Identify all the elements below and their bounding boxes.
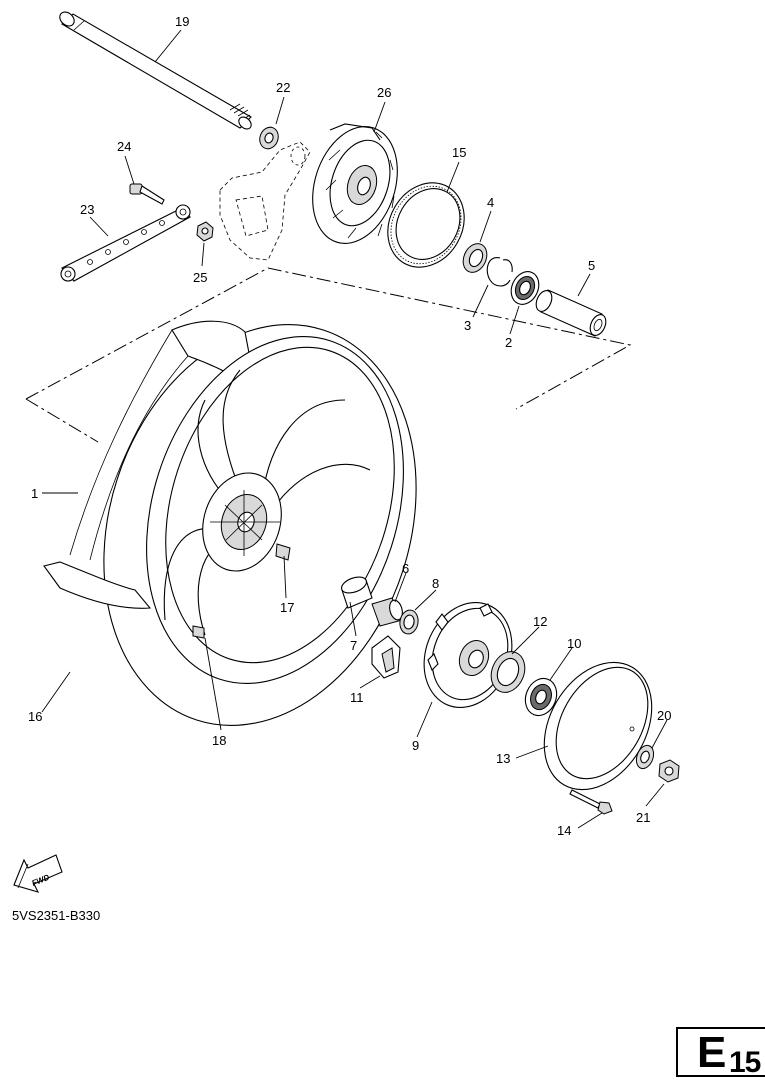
part-label-14: 14 xyxy=(557,823,571,838)
part-label-13: 13 xyxy=(496,751,510,766)
axle-part xyxy=(59,11,252,130)
part-label-11: 11 xyxy=(350,690,364,705)
part-label-16: 16 xyxy=(28,709,42,724)
part-label-12: 12 xyxy=(533,614,547,629)
part-label-25: 25 xyxy=(193,270,207,285)
damper-part-11 xyxy=(371,635,401,679)
part-label-2: 2 xyxy=(505,335,512,350)
bearing-part-2 xyxy=(510,271,540,305)
oil-seal-part-4 xyxy=(462,243,488,273)
part-label-8: 8 xyxy=(432,576,439,591)
part-label-15: 15 xyxy=(452,145,466,160)
part-number-labels: 19 22 26 24 15 4 23 5 25 3 2 1 6 8 17 12… xyxy=(28,14,671,838)
diagram-code: 5VS2351-B330 xyxy=(12,908,101,923)
collar-part-5 xyxy=(535,289,607,337)
cover-part-13 xyxy=(543,661,653,791)
page-tab: E 15 xyxy=(676,1027,765,1079)
washer-part-20 xyxy=(635,744,655,770)
page-tab-number: 15 xyxy=(729,1046,761,1079)
part-label-19: 19 xyxy=(175,14,189,29)
circlip-part-3 xyxy=(486,257,513,287)
ring-part-15 xyxy=(387,182,465,268)
part-label-9: 9 xyxy=(412,738,419,753)
part-label-23: 23 xyxy=(80,202,94,217)
page-tab-letter: E xyxy=(697,1028,726,1077)
caliper-bracket-ghost xyxy=(219,141,311,261)
oil-seal-part-8 xyxy=(399,609,419,635)
part-label-22: 22 xyxy=(276,80,290,95)
assembly-dashed-outline xyxy=(25,267,632,443)
part-label-10: 10 xyxy=(567,636,581,651)
washer-part-22 xyxy=(259,126,279,150)
wheel-tire-part-1-16 xyxy=(43,320,417,726)
part-label-17: 17 xyxy=(280,600,294,615)
part-label-4: 4 xyxy=(487,195,494,210)
link-part-23 xyxy=(60,204,191,282)
nut-part-25 xyxy=(196,221,214,242)
part-label-24: 24 xyxy=(117,139,131,154)
bearing-part-10 xyxy=(524,677,558,717)
oil-seal-part-12 xyxy=(490,651,526,693)
part-label-3: 3 xyxy=(464,318,471,333)
forward-direction-arrow: FWD xyxy=(13,854,63,893)
part-label-26: 26 xyxy=(377,85,391,100)
part-label-18: 18 xyxy=(212,733,226,748)
part-label-5: 5 xyxy=(588,258,595,273)
spacer-part-7 xyxy=(341,576,373,609)
part-label-20: 20 xyxy=(657,708,671,723)
part-label-1: 1 xyxy=(31,486,38,501)
part-label-21: 21 xyxy=(636,810,650,825)
leader-lines xyxy=(41,29,668,829)
part-label-7: 7 xyxy=(350,638,357,653)
bolt-part-24 xyxy=(129,183,165,205)
bolt-part-14 xyxy=(569,789,613,815)
part-label-6: 6 xyxy=(402,561,409,576)
nut-part-21 xyxy=(658,759,680,783)
sprocket-hub-part-26 xyxy=(312,123,398,244)
